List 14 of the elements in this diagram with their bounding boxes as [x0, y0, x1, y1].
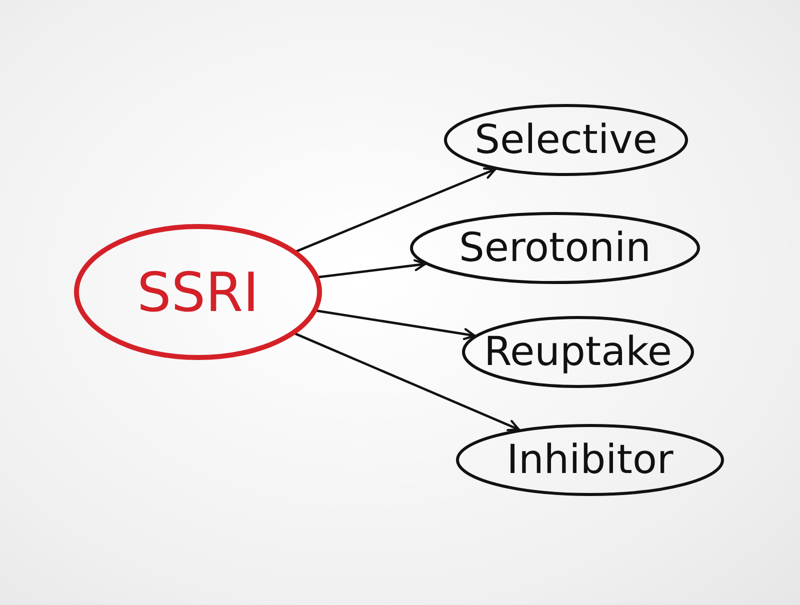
arrow	[296, 167, 496, 252]
term-text: Reuptake	[484, 329, 672, 375]
term-ellipse	[410, 212, 700, 284]
term-ellipse	[74, 224, 322, 360]
term-ellipse	[444, 104, 688, 176]
term-text: Selective	[474, 117, 658, 163]
arrow	[316, 310, 476, 340]
term-ellipse	[456, 424, 724, 496]
arrow	[294, 332, 520, 432]
term-text: SSRI	[136, 260, 259, 324]
arrow	[318, 259, 426, 278]
term-ellipse	[462, 316, 694, 388]
term-text: Inhibitor	[506, 437, 674, 483]
term-text: Serotonin	[458, 225, 651, 271]
